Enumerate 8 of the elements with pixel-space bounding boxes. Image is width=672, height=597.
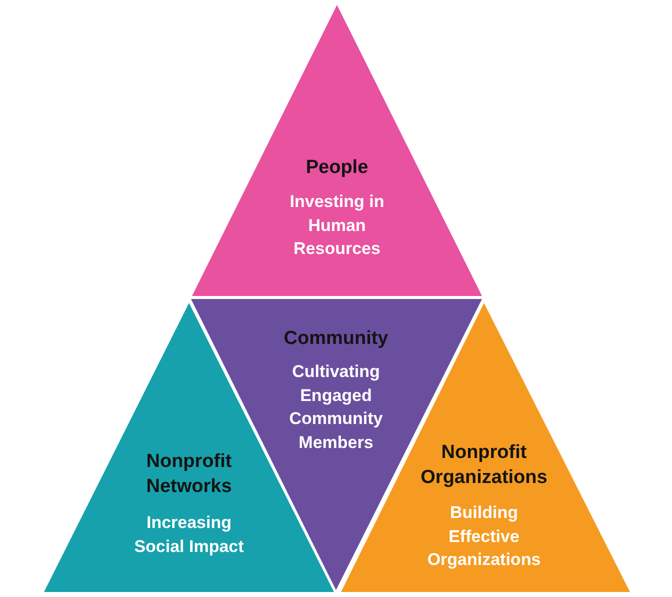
segment-description: Investing in Human Resources <box>288 191 386 260</box>
segment-description: Increasing Social Impact <box>133 512 245 558</box>
segment-title: People <box>306 156 368 180</box>
segment-description: Building Effective Organizations <box>426 502 542 572</box>
segment-title: Nonprofit Organizations <box>420 440 548 490</box>
segment-title: Community <box>284 326 388 350</box>
segment-title: Nonprofit Networks <box>145 450 233 498</box>
segment-description: Cultivating Engaged Community Members <box>288 361 384 454</box>
